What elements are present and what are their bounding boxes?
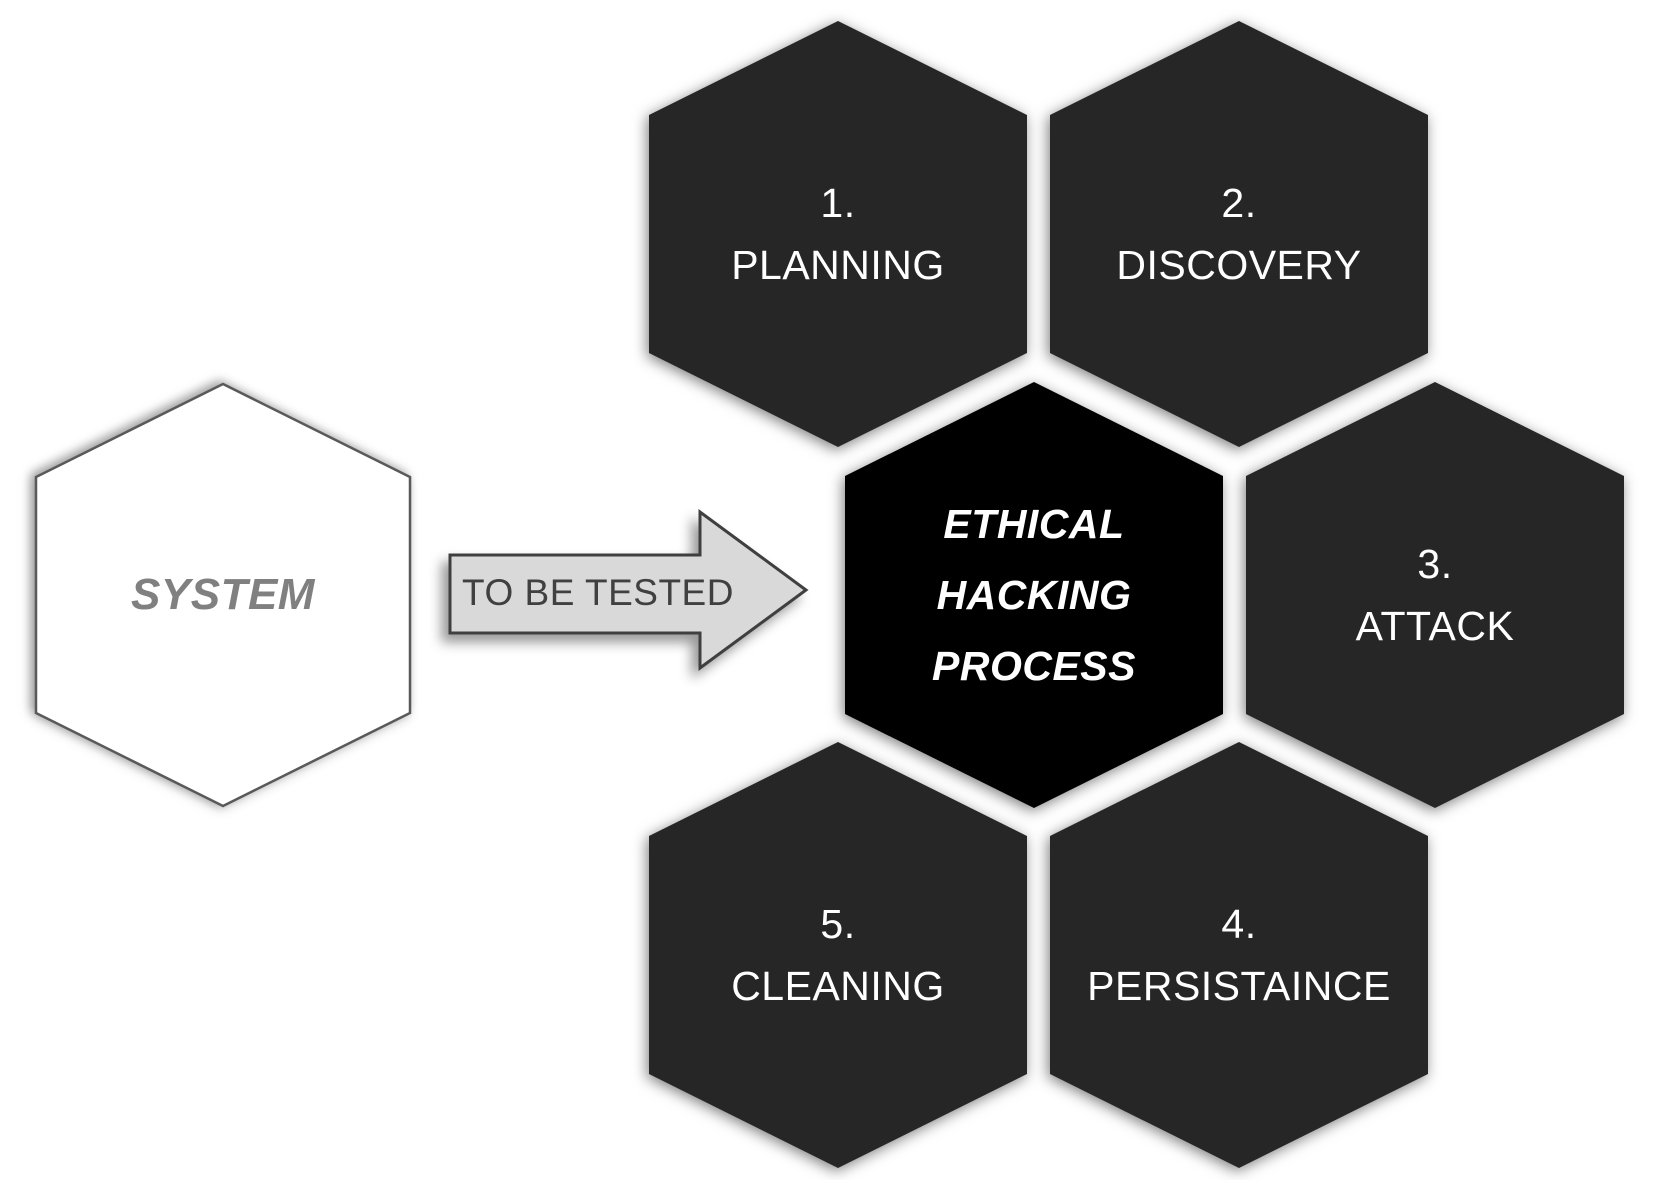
attack-hexagon-shape bbox=[1246, 382, 1624, 808]
step-hexagon-cleaning: 5. CLEANING bbox=[649, 742, 1027, 1168]
right-arrow-shape: TO BE TESTED bbox=[448, 509, 809, 671]
center-hexagon-shape bbox=[845, 382, 1223, 808]
persistaince-hexagon-shape bbox=[1050, 742, 1428, 1168]
system-hexagon: SYSTEM bbox=[34, 382, 412, 808]
arrow-label: TO BE TESTED bbox=[462, 572, 734, 613]
planning-hexagon-shape bbox=[649, 21, 1027, 447]
step-hexagon-persistaince: 4. PERSISTAINCE bbox=[1050, 742, 1428, 1168]
discovery-hexagon-shape bbox=[1050, 21, 1428, 447]
cleaning-hexagon-shape bbox=[649, 742, 1027, 1168]
to-be-tested-arrow: TO BE TESTED bbox=[448, 508, 810, 672]
system-hexagon-shape bbox=[34, 382, 412, 808]
